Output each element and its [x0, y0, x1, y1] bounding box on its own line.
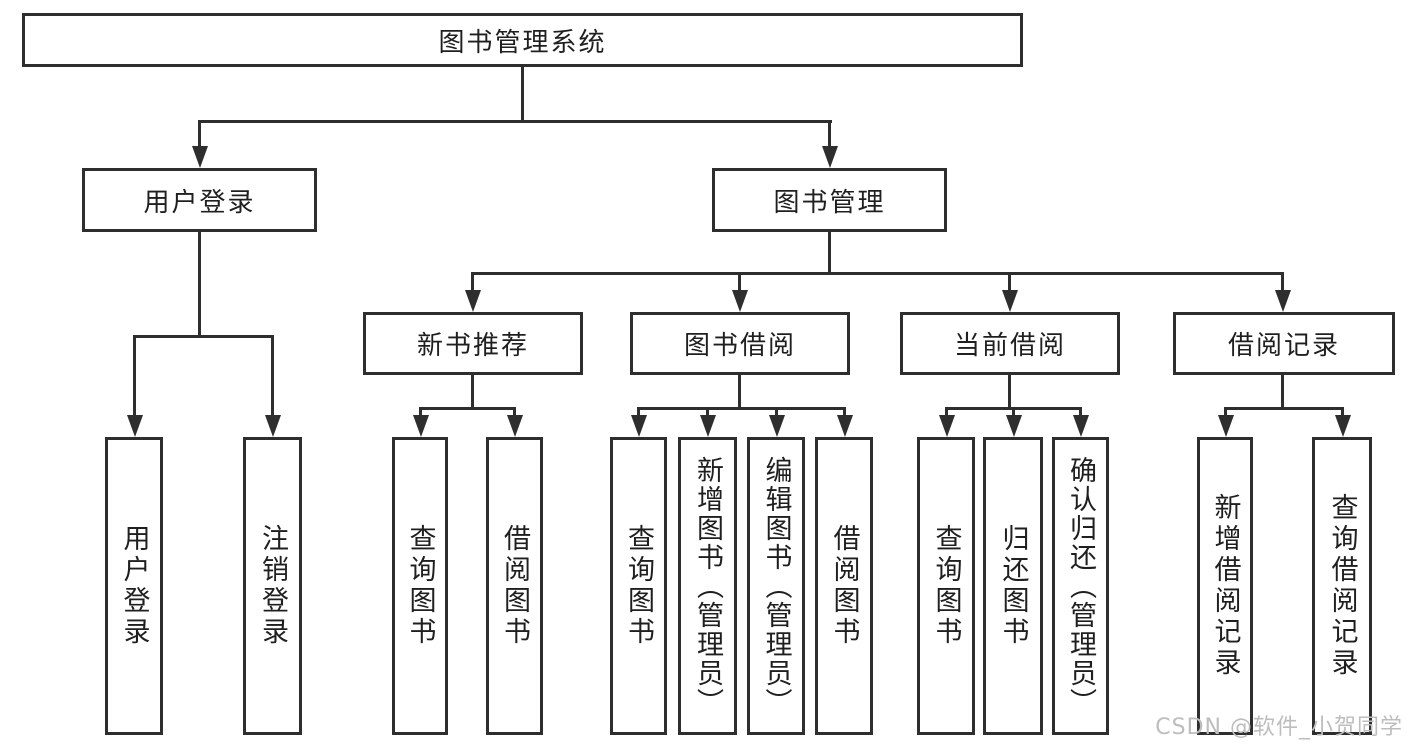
- leaf-bb-edit-books: 编辑图书（管理员）: [747, 437, 805, 735]
- leaf-cb-confirm-return-label: 确认归还（管理员）: [1065, 455, 1097, 717]
- connector-current-borrow-stem: [1008, 375, 1011, 407]
- leaf-cb-query-books: 查询图书: [917, 437, 975, 735]
- connector-drop-bb-add: [706, 407, 709, 419]
- node-current-borrow: 当前借阅: [900, 312, 1120, 375]
- connector-drop-br-query: [1341, 407, 1344, 419]
- connector-drop-br-add: [1224, 407, 1227, 419]
- leaf-user-login: 用户登录: [105, 437, 163, 735]
- node-user-login-label: 用户登录: [143, 187, 256, 218]
- connector-drop-cb-confirm: [1079, 407, 1082, 419]
- node-current-borrow-label: 当前借阅: [953, 331, 1066, 361]
- connector-new-books-stem: [471, 375, 474, 407]
- node-root: 图书管理系统: [22, 13, 1023, 67]
- connector-drop-nb-query: [419, 407, 422, 419]
- node-book-borrow: 图书借阅: [630, 312, 850, 375]
- connector-root-stem: [521, 67, 524, 120]
- connector-drop-bb-borrow: [843, 407, 846, 419]
- arrowhead-cb-return: [1006, 415, 1022, 437]
- arrowhead-bb-borrow: [837, 415, 853, 437]
- leaf-nb-borrow-books: 借阅图书: [486, 437, 543, 735]
- leaf-br-add-record: 新增借阅记录: [1197, 437, 1253, 735]
- leaf-logout-label: 注销登录: [257, 524, 289, 648]
- connector-borrow-records-stem: [1281, 375, 1284, 407]
- connector-book-borrow-stem: [738, 375, 741, 407]
- connector-borrow-records-branch: [1224, 407, 1344, 410]
- leaf-bb-add-books: 新增图书（管理员）: [678, 437, 737, 735]
- connector-drop-current-borrow: [1008, 272, 1011, 292]
- arrowhead-nb-borrow: [507, 415, 523, 437]
- connector-drop-cb-query: [945, 407, 948, 419]
- connector-drop-book-borrow: [738, 272, 741, 292]
- node-book-mgmt: 图书管理: [712, 168, 947, 232]
- arrowhead-cb-confirm: [1073, 415, 1089, 437]
- arrowhead-bb-edit: [769, 415, 785, 437]
- connector-drop-bb-edit: [775, 407, 778, 419]
- leaf-nb-query-books-label: 查询图书: [404, 524, 436, 648]
- arrowhead-leaf-login: [127, 415, 143, 437]
- leaf-bb-add-books-label: 新增图书（管理员）: [692, 455, 724, 717]
- arrowhead-br-query: [1335, 415, 1351, 437]
- arrowhead-cb-query: [939, 415, 955, 437]
- arrowhead-book-mgmt: [822, 146, 838, 168]
- connector-drop-bb-query: [637, 407, 640, 419]
- leaf-bb-query-books: 查询图书: [610, 437, 667, 735]
- connector-drop-leaf-logout: [271, 335, 274, 417]
- leaf-bb-borrow-books: 借阅图书: [815, 437, 873, 735]
- connector-root-branch: [198, 120, 832, 123]
- node-user-login: 用户登录: [82, 168, 317, 232]
- leaf-bb-edit-books-label: 编辑图书（管理员）: [760, 455, 792, 717]
- connector-user-login-branch: [133, 335, 274, 338]
- connector-user-login-stem: [198, 232, 201, 335]
- node-book-borrow-label: 图书借阅: [683, 331, 796, 361]
- connector-book-mgmt-stem: [828, 232, 831, 272]
- leaf-cb-return-books-label: 归还图书: [997, 524, 1029, 648]
- leaf-bb-query-books-label: 查询图书: [623, 524, 655, 648]
- leaf-bb-borrow-books-label: 借阅图书: [828, 524, 860, 648]
- node-new-books-label: 新书推荐: [416, 331, 529, 361]
- connector-drop-book-mgmt: [828, 120, 831, 148]
- node-book-mgmt-label: 图书管理: [773, 187, 886, 218]
- connector-drop-new-books: [471, 272, 474, 292]
- arrowhead-user-login: [192, 146, 208, 168]
- csdn-watermark: CSDN @软件_小贺同学: [1155, 715, 1403, 740]
- connector-drop-borrow-records: [1281, 272, 1284, 292]
- leaf-nb-query-books: 查询图书: [392, 437, 448, 735]
- leaf-cb-query-books-label: 查询图书: [930, 524, 962, 648]
- node-new-books: 新书推荐: [363, 312, 583, 375]
- arrowhead-leaf-logout: [265, 415, 281, 437]
- node-borrow-records-label: 借阅记录: [1227, 331, 1340, 361]
- arrowhead-borrow-records: [1275, 290, 1291, 312]
- connector-book-borrow-branch: [637, 407, 845, 410]
- arrowhead-new-books: [465, 290, 481, 312]
- leaf-cb-confirm-return: 确认归还（管理员）: [1052, 437, 1109, 735]
- node-borrow-records: 借阅记录: [1173, 312, 1395, 375]
- arrowhead-nb-query: [413, 415, 429, 437]
- leaf-nb-borrow-books-label: 借阅图书: [499, 524, 531, 648]
- connector-drop-nb-borrow: [513, 407, 516, 419]
- leaf-user-login-label: 用户登录: [118, 524, 150, 648]
- leaf-cb-return-books: 归还图书: [983, 437, 1043, 735]
- connector-new-books-branch: [419, 407, 516, 410]
- arrowhead-br-add: [1218, 415, 1234, 437]
- connector-drop-cb-return: [1012, 407, 1015, 419]
- leaf-br-add-record-label: 新增借阅记录: [1209, 493, 1241, 679]
- arrowhead-book-borrow: [732, 290, 748, 312]
- connector-drop-user-login: [198, 120, 201, 148]
- connector-book-mgmt-branch: [471, 272, 1283, 275]
- connector-drop-leaf-login: [133, 335, 136, 417]
- leaf-br-query-record-label: 查询借阅记录: [1326, 493, 1358, 679]
- arrowhead-bb-add: [700, 415, 716, 437]
- leaf-br-query-record: 查询借阅记录: [1312, 437, 1372, 735]
- node-root-label: 图书管理系统: [438, 27, 607, 58]
- leaf-logout: 注销登录: [243, 437, 302, 735]
- arrowhead-bb-query: [631, 415, 647, 437]
- arrowhead-current-borrow: [1002, 290, 1018, 312]
